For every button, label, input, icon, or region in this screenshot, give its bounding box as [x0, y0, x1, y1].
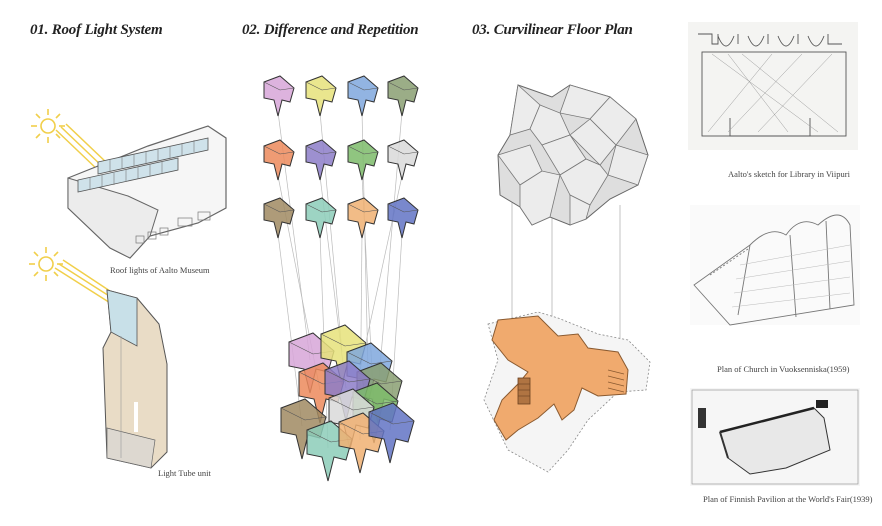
sun-icon [31, 109, 65, 143]
aalto-museum-drawing [67, 125, 227, 259]
caption-aalto-museum: Roof lights of Aalto Museum [110, 265, 210, 275]
module-unit [263, 75, 295, 117]
floor-plan-drawing [483, 311, 651, 473]
module-unit [387, 75, 419, 117]
module-unit [347, 139, 379, 181]
caption-viipuri-library: Aalto's sketch for Library in Viipuri [728, 169, 850, 179]
module-unit [263, 197, 295, 239]
module-unit [387, 197, 419, 239]
module-unit [305, 75, 337, 117]
light-tube-unit-drawing [54, 259, 168, 469]
viipuri-library-sketch [688, 22, 858, 150]
module-unit [347, 197, 379, 239]
connector-line [277, 233, 303, 427]
module-unit [305, 139, 337, 181]
caption-light-tube-unit: Light Tube unit [158, 468, 211, 478]
module-diagram [263, 75, 419, 482]
module-unit [263, 139, 295, 181]
caption-finnish-pavilion: Plan of Finnish Pavilion at the World's … [703, 494, 873, 504]
caption-vuoksenniska-church: Plan of Church in Vuoksenniska(1959) [717, 364, 850, 374]
roof-structure-drawing [497, 84, 649, 395]
finnish-pavilion-plan [690, 388, 860, 486]
vuoksenniska-church-plan [690, 205, 860, 326]
module-unit [305, 197, 337, 239]
section-title-curvilinear-floor-plan: 03. Curvilinear Floor Plan [472, 22, 633, 38]
assembled-module [368, 402, 415, 464]
module-unit [347, 75, 379, 117]
section-title-roof-light: 01. Roof Light System [30, 22, 163, 38]
module-unit [387, 139, 419, 181]
section-title-difference-repetition: 02. Difference and Repetition [242, 22, 419, 38]
